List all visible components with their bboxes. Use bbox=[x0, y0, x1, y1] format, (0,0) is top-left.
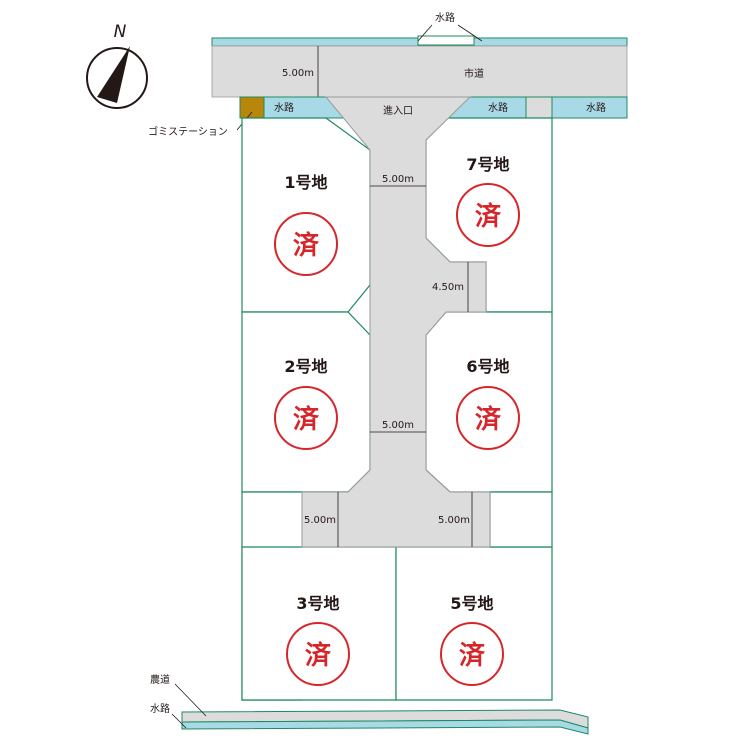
lot-6-sold-stamp bbox=[456, 386, 520, 450]
lot-5-sold-stamp bbox=[440, 622, 504, 686]
bottom-roads: 農道 水路 bbox=[150, 673, 589, 735]
lot-6-label-group: 6号地 済 bbox=[456, 357, 520, 450]
lot-1-sold-stamp bbox=[274, 212, 338, 276]
north-label: N bbox=[114, 22, 127, 42]
lot-7-sold-stamp bbox=[456, 183, 520, 247]
lot-5-name: 5号地 bbox=[450, 594, 493, 613]
driveway-upper-dimension: 5.00m bbox=[382, 174, 414, 185]
bottom-right-dimension: 5.00m bbox=[438, 515, 470, 526]
garbage-station-block bbox=[239, 96, 265, 119]
top-culvert bbox=[417, 35, 475, 46]
lot-5-upper bbox=[489, 491, 553, 548]
lot-7-label-group: 7号地 済 bbox=[456, 155, 520, 247]
lot-7-sold-label: 済 bbox=[475, 201, 502, 232]
lot-5-label-group: 5号地 済 bbox=[440, 594, 504, 686]
lot-1-name: 1号地 bbox=[284, 173, 327, 192]
access-driveway bbox=[301, 96, 491, 548]
lot-3-sold-label: 済 bbox=[305, 640, 332, 671]
notch-dimension: 4.50m bbox=[432, 282, 464, 293]
lot-1 bbox=[241, 117, 371, 313]
lot-6-name: 6号地 bbox=[466, 357, 509, 376]
lot-6 bbox=[425, 311, 553, 493]
top-waterway: 水路 bbox=[211, 11, 628, 47]
bottom-waterway bbox=[181, 719, 589, 735]
lot-2 bbox=[241, 311, 371, 493]
lot-3-name: 3号地 bbox=[296, 594, 339, 613]
lot-5-sold-label: 済 bbox=[459, 640, 486, 671]
lot-2-sold-label: 済 bbox=[293, 404, 320, 435]
city-road bbox=[211, 45, 628, 98]
lot-1-sold-label: 済 bbox=[293, 230, 320, 261]
bottom-waterway-label: 水路 bbox=[150, 702, 170, 715]
lot-2-sold-stamp bbox=[274, 386, 338, 450]
lot-2-label-group: 2号地 済 bbox=[274, 357, 338, 450]
city-road-width-label: 5.00m bbox=[282, 68, 314, 79]
lot-6-sold-label: 済 bbox=[475, 404, 502, 435]
lot-2-name: 2号地 bbox=[284, 357, 327, 376]
culvert-block bbox=[525, 96, 553, 119]
lot-7-name: 7号地 bbox=[466, 155, 509, 174]
driveway-middle-dimension: 5.00m bbox=[382, 420, 414, 431]
top-waterway-label: 水路 bbox=[435, 11, 455, 24]
lot-1-label-group: 1号地 済 bbox=[274, 173, 338, 276]
garbage-station-label: ゴミステーション bbox=[148, 125, 228, 138]
middle-waterway-label: 水路 bbox=[488, 101, 508, 114]
right-waterway-label: 水路 bbox=[586, 101, 606, 114]
compass: N bbox=[86, 22, 148, 109]
entrance-label: 進入口 bbox=[383, 105, 413, 117]
farm-road-label: 農道 bbox=[150, 673, 170, 686]
lot-3-sold-stamp bbox=[286, 622, 350, 686]
city-road-label: 市道 bbox=[464, 67, 484, 80]
north-arrow-icon bbox=[97, 46, 130, 103]
left-waterway-label: 水路 bbox=[274, 101, 294, 114]
bottom-left-dimension: 5.00m bbox=[304, 515, 336, 526]
lot-3-label-group: 3号地 済 bbox=[286, 594, 350, 686]
